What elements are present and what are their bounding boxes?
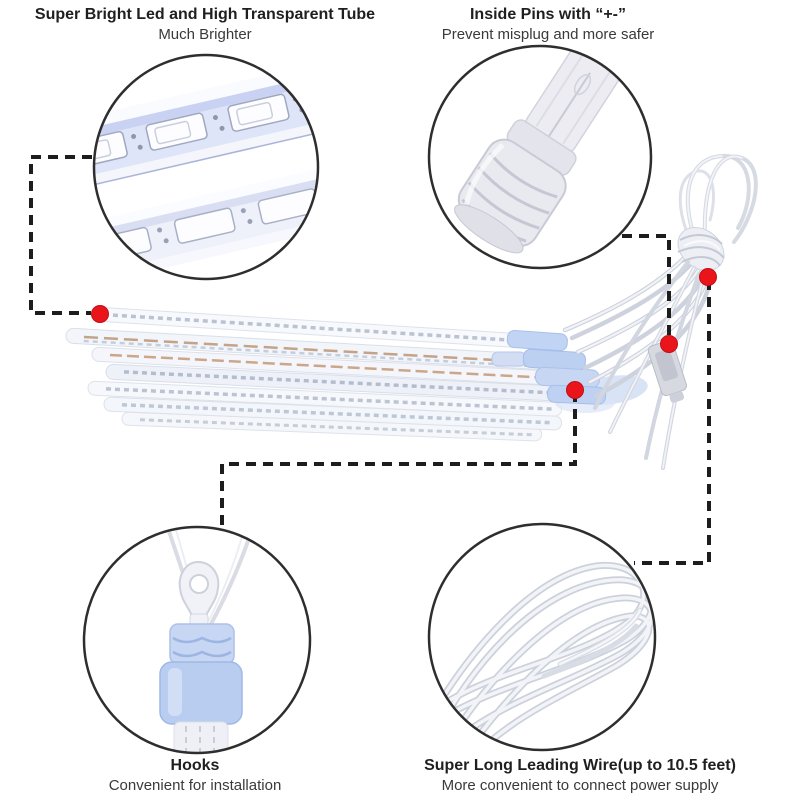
feature-label-top-left: Super Bright Led and High Transparent Tu… <box>0 5 410 45</box>
feature-subtitle: Prevent misplug and more safer <box>441 26 655 43</box>
feature-title: Super Long Leading Wire(up to 10.5 feet) <box>424 757 736 774</box>
feature-title: Inside Pins with “+-” <box>469 6 627 23</box>
callout-circle-top-left <box>92 53 320 281</box>
marker-dot-pins <box>660 335 678 353</box>
feature-subtitle: Convenient for installation <box>108 777 282 794</box>
marker-dot-tube <box>91 305 109 323</box>
leader-line-top-left <box>29 155 92 315</box>
callout-top-left <box>92 53 320 281</box>
leader-line-bottom-right <box>634 280 711 565</box>
marker-dot-wire <box>699 268 717 286</box>
marker-dot-hook <box>566 381 584 399</box>
callout-circle-bottom-right <box>427 522 657 752</box>
power-plug <box>647 340 687 403</box>
callout-circle-bottom-left <box>82 525 312 755</box>
led-tubes <box>65 306 564 442</box>
leader-line-bottom-left <box>220 392 577 525</box>
wire-knot <box>677 227 725 271</box>
callout-circle-top-right <box>427 44 653 270</box>
feature-label-bottom-left: Hooks Convenient for installation <box>20 756 370 796</box>
feature-title: Hooks <box>170 757 220 774</box>
callout-bottom-left <box>82 525 312 755</box>
feature-subtitle: More convenient to connect power supply <box>441 777 719 794</box>
feature-subtitle: Much Brighter <box>158 26 252 43</box>
callout-bottom-right <box>427 522 657 752</box>
feature-title: Super Bright Led and High Transparent Tu… <box>34 6 376 23</box>
feature-label-top-right: Inside Pins with “+-” Prevent misplug an… <box>412 5 684 45</box>
feature-label-bottom-right: Super Long Leading Wire(up to 10.5 feet)… <box>385 756 775 796</box>
